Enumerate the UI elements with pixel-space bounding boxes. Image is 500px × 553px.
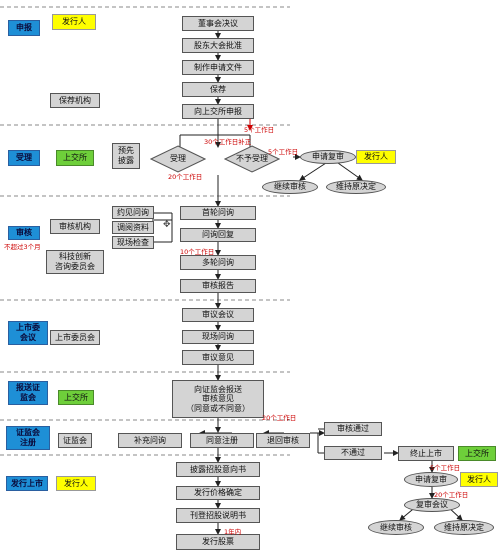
- terminate-listing[interactable]: 终止上市: [398, 446, 454, 461]
- submit-exchange[interactable]: 向上交所申报: [182, 104, 254, 119]
- return-review[interactable]: 退回审核: [256, 433, 310, 448]
- reexam-meeting[interactable]: 复审会议: [404, 498, 460, 512]
- time-20d-b: 20个工作日: [262, 414, 297, 422]
- inquiry-reply[interactable]: 问询回复: [180, 228, 256, 242]
- approve-register[interactable]: 同意注册: [190, 433, 254, 448]
- review-meeting[interactable]: 审议会议: [182, 308, 254, 322]
- actor-issuer: 发行人: [52, 14, 96, 30]
- submit-to-csrc[interactable]: 向证监会报送 审核意见 （同意或不同意）: [172, 380, 264, 418]
- stage-apply: 申报: [8, 20, 40, 36]
- price-determined[interactable]: 发行价格确定: [176, 486, 260, 500]
- tech-committee: 科技创新 咨询委员会: [46, 250, 104, 274]
- actor-exchange-2: 上交所: [58, 390, 94, 405]
- listing-committee: 上市委员会: [50, 330, 100, 345]
- apply-review-1[interactable]: 申请复审: [300, 150, 356, 164]
- actor-issuer-review: 发行人: [356, 150, 396, 164]
- stage-review: 审核: [8, 226, 40, 240]
- time-5d-c: 5个工作日: [430, 464, 461, 472]
- stage-listing-meeting: 上市委 会议: [8, 321, 48, 345]
- time-5d-a: 5个工作日: [244, 126, 275, 134]
- reject-diamond[interactable]: [224, 145, 280, 173]
- first-inquiry[interactable]: 首轮问询: [180, 206, 256, 220]
- actor-issuer-2: 发行人: [56, 476, 96, 491]
- accept-label: 受理: [170, 154, 186, 164]
- publish-prospectus[interactable]: 刊登招股说明书: [176, 508, 260, 523]
- sponsor-org: 保荐机构: [50, 93, 100, 108]
- stage-accept: 受理: [8, 150, 40, 166]
- flow-arrows: [119, 31, 435, 535]
- supplement-inquiry[interactable]: 补充问询: [118, 433, 182, 448]
- sub-consult[interactable]: 调阅资料: [112, 221, 154, 234]
- time-5d-b: 5个工作日: [268, 148, 299, 156]
- actor-issuer-right: 发行人: [460, 472, 498, 487]
- time-1y: 1年内: [224, 528, 242, 536]
- reject-label: 不予受理: [236, 154, 268, 164]
- pre-disclosure[interactable]: 预先 披露: [112, 143, 140, 169]
- time-20d-a: 20个工作日: [168, 173, 203, 181]
- actor-csrc: 证监会: [58, 433, 92, 448]
- continue-review-1[interactable]: 继续审核: [262, 180, 318, 194]
- disclose-prospectus-draft[interactable]: 披露招股意向书: [176, 462, 260, 477]
- issue-shares[interactable]: 发行股票: [176, 534, 260, 550]
- board-resolution[interactable]: 董事会决议: [182, 16, 254, 31]
- continue-review-2[interactable]: 继续审核: [368, 520, 424, 535]
- accept-diamond[interactable]: [150, 145, 206, 173]
- stage-issue-listing: 发行上市: [6, 476, 48, 491]
- review-opinion[interactable]: 审议意见: [182, 350, 254, 365]
- consult-icon: ✥: [163, 220, 171, 230]
- review-fail[interactable]: 不通过: [324, 446, 382, 460]
- review-pass[interactable]: 审核通过: [324, 422, 382, 436]
- time-20d-c: 20个工作日: [434, 491, 469, 499]
- stage-to-csrc: 报送证 监会: [8, 381, 48, 405]
- review-report[interactable]: 审核报告: [180, 279, 256, 293]
- keep-decision-2[interactable]: 维持原决定: [434, 520, 494, 535]
- sponsor-step[interactable]: 保荐: [182, 82, 254, 97]
- stage-dividers: [0, 6, 290, 456]
- sub-site[interactable]: 现场检查: [112, 236, 154, 249]
- review-time-limit: 不超过3个月: [4, 243, 41, 251]
- actor-exchange-right: 上交所: [458, 446, 496, 461]
- actor-exchange: 上交所: [56, 150, 94, 166]
- apply-review-2[interactable]: 申请复审: [404, 472, 458, 487]
- branch-lines: [152, 134, 463, 521]
- review-org: 审核机构: [50, 219, 100, 234]
- keep-decision-1[interactable]: 维持原决定: [326, 180, 386, 194]
- time-30d: 30个工作日补正: [204, 138, 252, 146]
- sub-invite[interactable]: 约见问询: [112, 206, 154, 219]
- prepare-docs[interactable]: 制作申请文件: [182, 60, 254, 75]
- shareholder-approval[interactable]: 股东大会批准: [182, 38, 254, 53]
- time-10d: 10个工作日: [180, 248, 215, 256]
- onsite-inquiry[interactable]: 现场问询: [182, 330, 254, 344]
- multi-inquiry[interactable]: 多轮问询: [180, 255, 256, 270]
- stage-csrc-register: 证监会 注册: [6, 426, 50, 450]
